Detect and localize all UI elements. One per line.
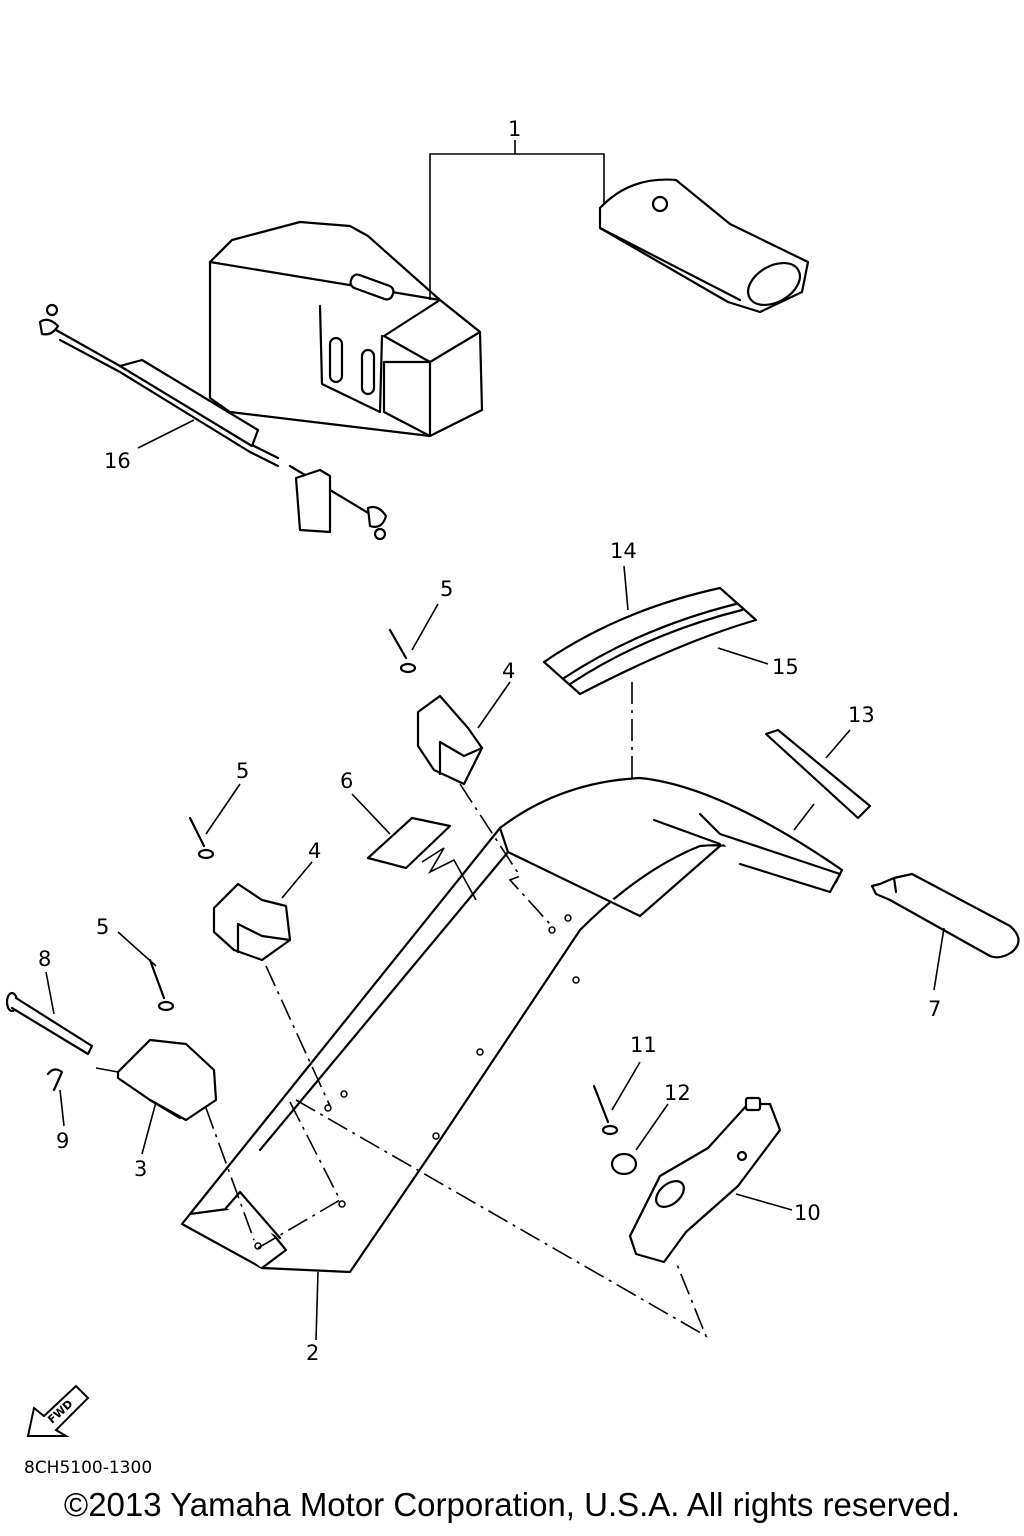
part-10-latch bbox=[628, 1096, 782, 1264]
part-5-screw-lower bbox=[148, 958, 175, 1012]
callout-2: 2 bbox=[306, 1341, 319, 1365]
part-5-screw-middle bbox=[188, 816, 215, 860]
callout-10: 10 bbox=[794, 1201, 821, 1225]
callout-5a: 5 bbox=[440, 577, 453, 601]
callout-12: 12 bbox=[664, 1081, 691, 1105]
callout-8: 8 bbox=[38, 947, 51, 971]
part-12-washer bbox=[610, 1152, 638, 1176]
callout-15: 15 bbox=[772, 655, 799, 679]
part-8-pin bbox=[5, 991, 94, 1056]
part-1-tool-pouch bbox=[598, 178, 810, 314]
callout-4b: 4 bbox=[308, 839, 321, 863]
part-13-strip bbox=[764, 728, 872, 820]
part-5-screw-upper bbox=[388, 628, 417, 674]
part-14-pad bbox=[542, 586, 758, 696]
part-3-hinge bbox=[116, 1038, 218, 1122]
callout-1: 1 bbox=[508, 117, 521, 141]
callout-6: 6 bbox=[340, 769, 353, 793]
part-2-main-tray bbox=[180, 776, 844, 1274]
part-1-tool-bag bbox=[208, 220, 484, 438]
copyright-notice: ©2013 Yamaha Motor Corporation, U.S.A. A… bbox=[63, 1486, 961, 1523]
part-9-clip bbox=[46, 1068, 64, 1092]
part-6-label bbox=[366, 816, 452, 870]
callout-3: 3 bbox=[134, 1157, 147, 1181]
part-4-bracket-upper bbox=[416, 694, 484, 786]
callout-5c: 5 bbox=[96, 915, 109, 939]
part-7-rod bbox=[870, 872, 1020, 959]
callout-4a: 4 bbox=[502, 659, 515, 683]
callout-13: 13 bbox=[848, 703, 875, 727]
callout-11: 11 bbox=[630, 1033, 657, 1057]
callout-5b: 5 bbox=[236, 759, 249, 783]
fwd-arrow-icon: FWD bbox=[26, 1384, 90, 1437]
part-11-screw bbox=[592, 1084, 619, 1136]
diagram-code: 8CH5100-1300 bbox=[24, 1458, 153, 1478]
callout-16: 16 bbox=[104, 449, 131, 473]
part-4-bracket-lower bbox=[212, 882, 292, 962]
callout-7: 7 bbox=[928, 997, 941, 1021]
callout-14: 14 bbox=[610, 539, 637, 563]
part-16-cable bbox=[38, 303, 388, 541]
callout-9: 9 bbox=[56, 1129, 69, 1153]
